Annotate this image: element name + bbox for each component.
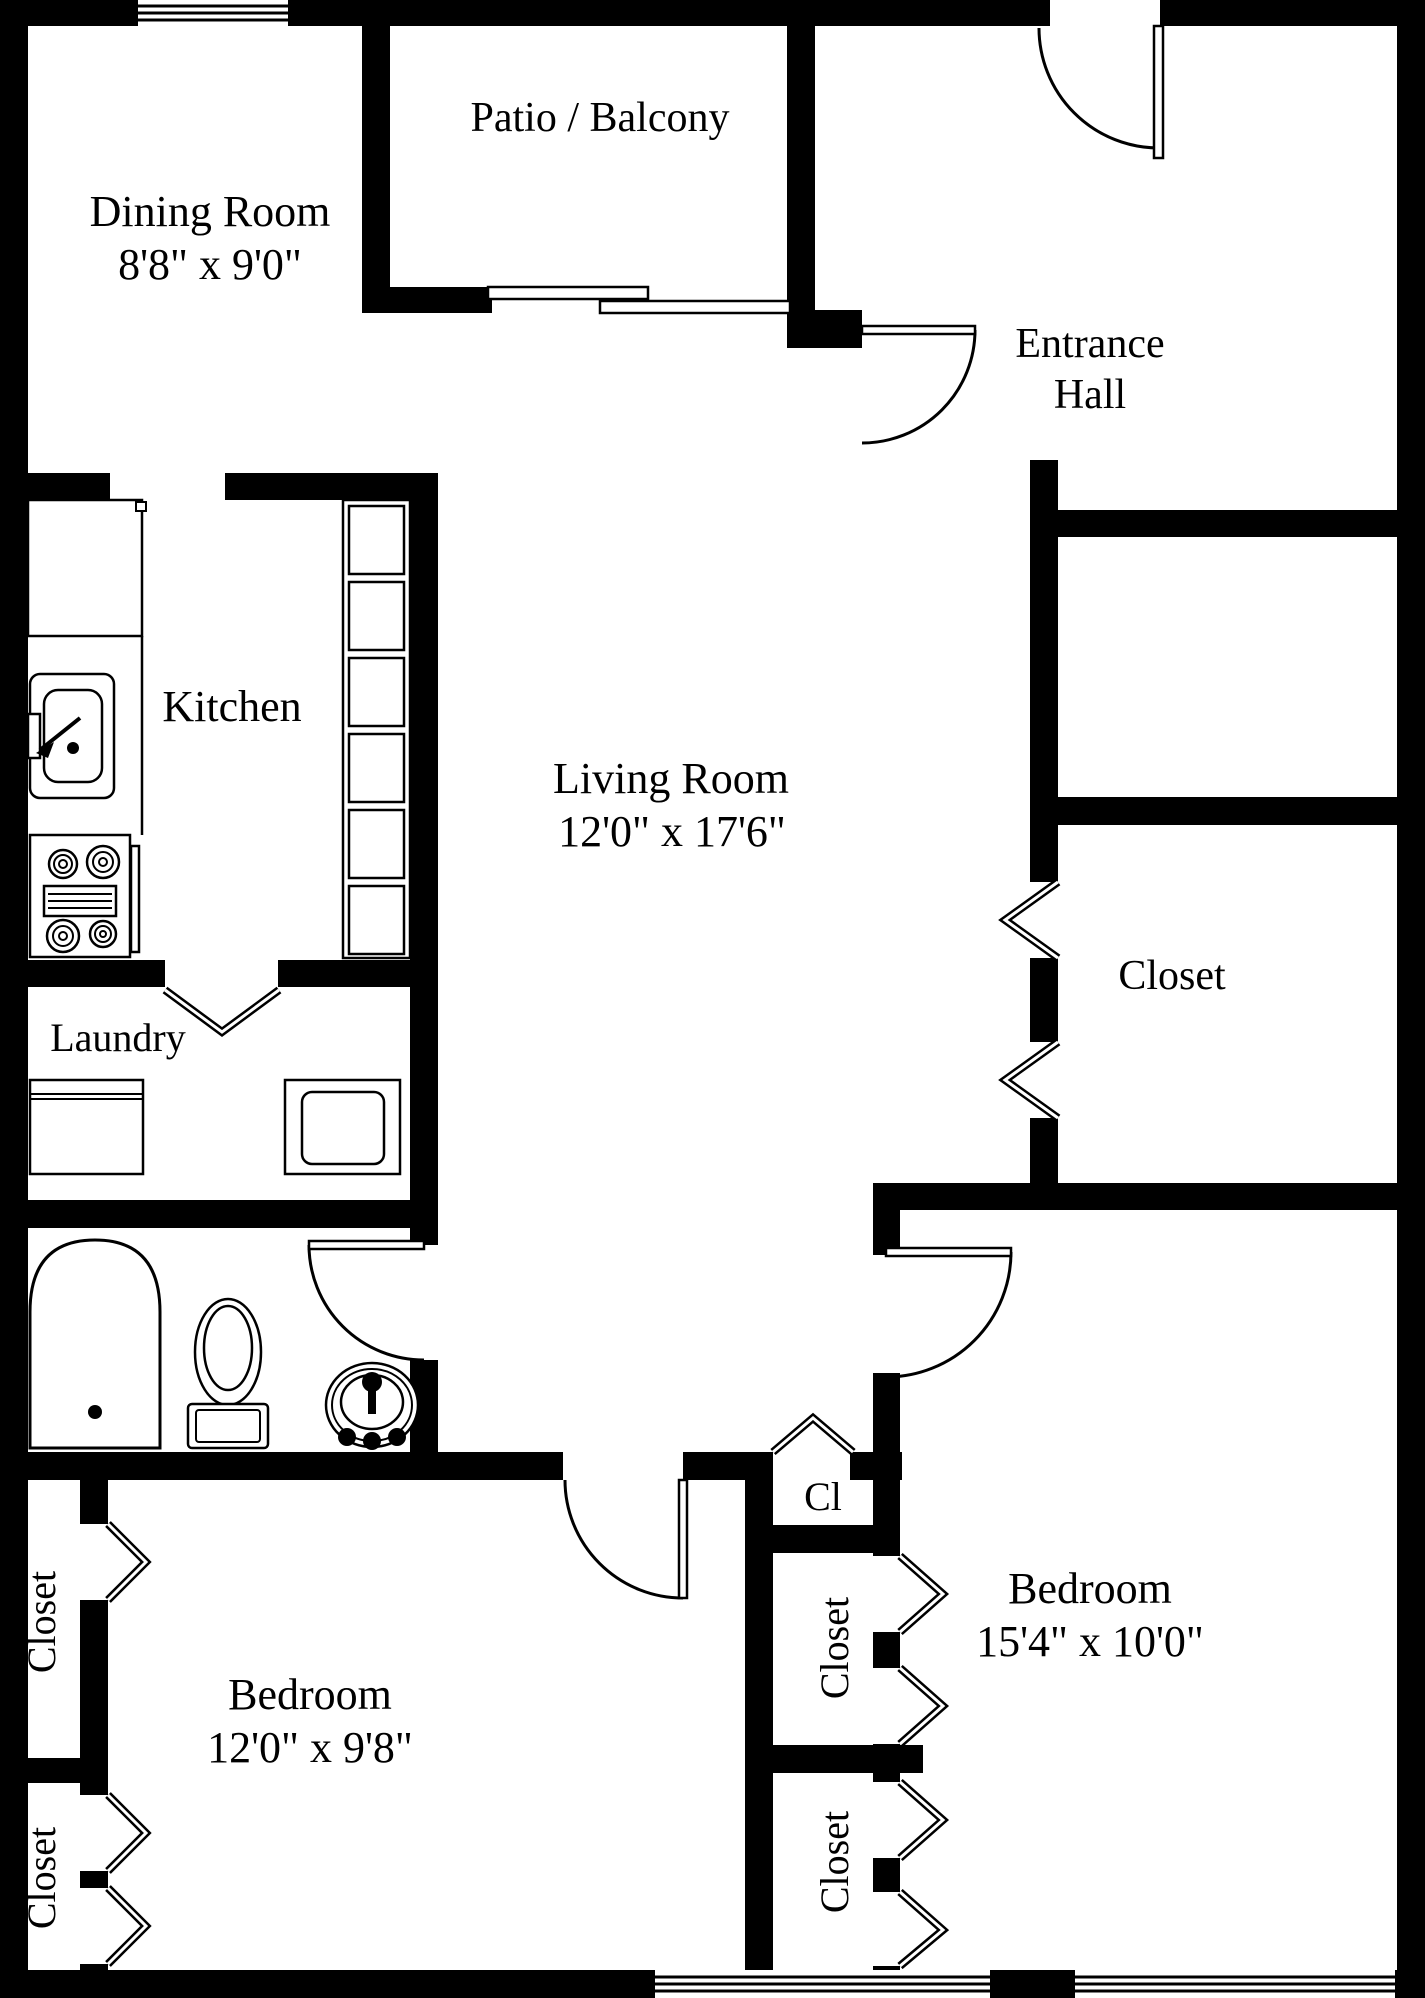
- wall-segment: [80, 1480, 108, 1524]
- bedroom-right-dims: 15'4" x 10'0": [976, 1617, 1204, 1666]
- bedroom-left-label: Bedroom: [228, 1670, 392, 1719]
- wall-segment: [0, 1200, 438, 1228]
- wall-segment: [1030, 510, 1425, 537]
- wall-segment: [773, 1745, 923, 1773]
- wall-segment: [28, 1452, 563, 1480]
- wall-segment: [787, 310, 862, 348]
- wall-segment: [745, 1480, 773, 1973]
- faucet-spout: [38, 716, 82, 752]
- wall-segment: [1030, 797, 1425, 825]
- entrance-label-1: Entrance: [1015, 321, 1164, 367]
- wall-segment: [0, 0, 28, 1998]
- wall-segment: [28, 960, 165, 987]
- closet-col-lower-label: Closet: [812, 1811, 857, 1913]
- stove-vent: [42, 884, 118, 918]
- cl-label: Cl: [804, 1474, 842, 1519]
- wall-segment: [0, 473, 110, 500]
- laundry-fixtures: [28, 1078, 402, 1176]
- wall-segment: [683, 1452, 773, 1480]
- wall-segment: [1160, 0, 1425, 26]
- wall-segment: [850, 1452, 902, 1480]
- living-label: Living Room: [553, 754, 789, 803]
- patio-label: Patio / Balcony: [471, 95, 730, 141]
- closet-bl-lower-label: Closet: [19, 1827, 64, 1929]
- dryer: [283, 1078, 402, 1176]
- wall-segment: [873, 1744, 900, 1782]
- wall-segment: [873, 1858, 900, 1892]
- wall-segment: [873, 1632, 900, 1668]
- closet-col-upper-label: Closet: [812, 1597, 857, 1699]
- labels: Patio / Balcony Dining Room 8'8" x 9'0" …: [19, 95, 1226, 1929]
- wall-segment: [278, 960, 410, 987]
- doors: [307, 24, 1165, 1600]
- wall-segment: [1395, 1970, 1425, 1998]
- sliding-glass-door: [486, 285, 792, 315]
- stove: [28, 833, 141, 959]
- wall-segment: [362, 287, 492, 313]
- faucet-arrow: [36, 742, 54, 758]
- wall-segment: [787, 0, 815, 317]
- wall-segment: [873, 1480, 900, 1556]
- kitchen-label: Kitchen: [162, 682, 301, 731]
- window-bedroom-right: [1075, 1970, 1395, 1998]
- wall-segment: [225, 473, 412, 500]
- hall-door: [860, 324, 977, 445]
- wall-segment: [80, 1964, 108, 1970]
- faucet-base: [26, 712, 42, 760]
- toilet: [186, 1297, 270, 1450]
- pantry-shelves: [341, 498, 412, 960]
- wall-segment: [1030, 825, 1058, 882]
- closet-bl-upper-label: Closet: [19, 1571, 64, 1673]
- entrance-label-2: Hall: [1054, 372, 1126, 418]
- bedroom-left-door: [563, 1478, 689, 1600]
- dining-label: Dining Room: [90, 187, 331, 236]
- dining-dims: 8'8" x 9'0": [118, 240, 302, 289]
- wall-segment: [410, 473, 438, 1245]
- wall-segment: [1030, 1118, 1058, 1185]
- bathroom-door: [307, 1239, 426, 1362]
- wall-segment: [1397, 0, 1425, 1998]
- bedroom-right-door: [884, 1246, 1013, 1379]
- bathroom-fixtures: [28, 1238, 420, 1450]
- kitchen-fixtures: [26, 498, 412, 960]
- wall-segment: [80, 1600, 108, 1758]
- bedroom-right-label: Bedroom: [1008, 1564, 1172, 1613]
- bedroom-left-dims: 12'0" x 9'8": [207, 1723, 413, 1772]
- bifold-doors: [105, 878, 1061, 1970]
- laundry-label: Laundry: [50, 1015, 186, 1060]
- window-dining: [138, 0, 288, 26]
- wall-segment: [0, 1970, 655, 1998]
- living-dims: 12'0" x 17'6": [558, 807, 786, 856]
- entrance-door: [1037, 24, 1165, 160]
- wall-segment: [80, 1871, 108, 1888]
- tub-drain: [88, 1405, 102, 1419]
- closet-right-label: Closet: [1118, 953, 1226, 999]
- wall-segment: [1030, 958, 1058, 1042]
- wall-segment: [80, 1783, 108, 1795]
- wall-segment: [1030, 510, 1058, 825]
- bathtub: [28, 1238, 162, 1450]
- kitchen-sink: [26, 672, 116, 800]
- wall-segment: [288, 0, 1050, 26]
- wall-segment: [990, 1970, 1075, 1998]
- wall-segment: [873, 1183, 1425, 1210]
- refrigerator-handle: [135, 501, 147, 512]
- wall-segment: [28, 1758, 108, 1783]
- refrigerator: [26, 498, 144, 638]
- bathroom-sink: [324, 1361, 420, 1450]
- window-bedroom-left: [655, 1970, 990, 1998]
- oven-handle: [129, 844, 141, 954]
- washer: [28, 1078, 145, 1176]
- windows: [138, 0, 1395, 1998]
- wall-segment: [0, 0, 138, 26]
- wall-segment: [362, 0, 390, 313]
